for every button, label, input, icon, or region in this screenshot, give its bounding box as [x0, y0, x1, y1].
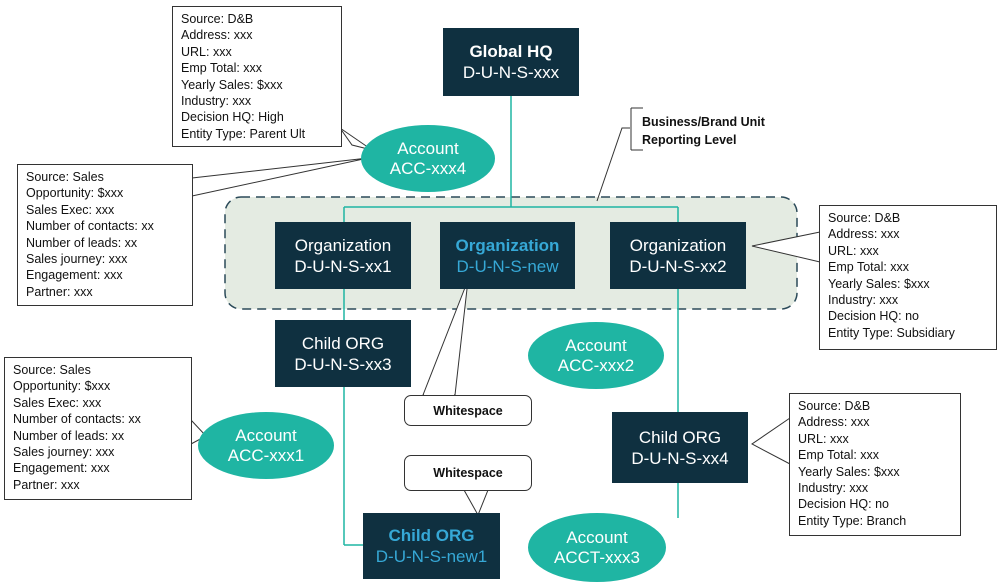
note-sales-top: Source: Sales Opportunity: $xxx Sales Ex… [17, 164, 193, 306]
note-line: Yearly Sales: $xxx [828, 276, 930, 291]
account-label: Account [565, 335, 627, 355]
note-line: Decision HQ: High [181, 110, 284, 125]
account-id: ACC-xxx4 [389, 158, 467, 178]
node-duns: D-U-N-S-xx1 [294, 256, 392, 276]
callout-tail-sales-top [191, 157, 369, 197]
node-organization-new[interactable]: Organization D-U-N-S-new [440, 222, 575, 289]
node-organization-xx1[interactable]: Organization D-U-N-S-xx1 [275, 222, 411, 289]
note-line: Industry: xxx [828, 293, 899, 308]
node-duns: D-U-N-S-new [456, 256, 559, 276]
node-name: Child ORG [388, 526, 475, 545]
note-line: Entity Type: Branch [798, 513, 907, 528]
note-line: URL: xxx [828, 243, 879, 258]
node-duns: D-U-N-S-new1 [375, 547, 488, 566]
note-line: Number of contacts: xx [26, 219, 154, 234]
node-duns: D-U-N-S-xx2 [629, 256, 727, 276]
node-duns: D-U-N-S-xx4 [631, 448, 729, 468]
note-line: Emp Total: xxx [828, 260, 910, 275]
note-line: Yearly Sales: $xxx [798, 464, 900, 479]
note-line: Source: D&B [798, 399, 871, 413]
note-line: Decision HQ: no [828, 309, 920, 324]
note-line: Sales Exec: xxx [13, 395, 102, 410]
node-duns: D-U-N-S-xx3 [294, 354, 392, 374]
node-name: Organization [629, 235, 727, 255]
note-line: URL: xxx [798, 431, 849, 446]
account-label: Account [397, 138, 459, 158]
business-unit-label: Business/Brand Unit Reporting Level [642, 113, 765, 149]
note-line: Opportunity: $xxx [13, 379, 111, 394]
node-name: Global HQ [469, 42, 553, 61]
callout-tail-hq [339, 127, 373, 151]
node-organization-xx2[interactable]: Organization D-U-N-S-xx2 [610, 222, 746, 289]
whitespace-label: Whitespace [433, 403, 503, 418]
callout-tail-ws2 [463, 489, 489, 517]
note-line: Address: xxx [181, 28, 253, 43]
note-line: URL: xxx [181, 44, 232, 59]
whitespace-callout-1: Whitespace [404, 395, 532, 426]
note-line: Partner: xxx [26, 284, 93, 299]
note-org-xx2: Source: D&B Address: xxx URL: xxx Emp To… [819, 205, 997, 350]
account-label: Account [566, 527, 628, 547]
node-duns: D-U-N-S-xxx [462, 63, 560, 82]
note-line: Emp Total: xxx [181, 61, 263, 76]
node-name: Organization [455, 235, 560, 255]
note-line: Number of leads: xx [13, 428, 125, 443]
node-name: Child ORG [638, 427, 722, 447]
whitespace-label: Whitespace [433, 466, 503, 480]
callout-tail-child-xx4 [751, 417, 791, 465]
note-line: Yearly Sales: $xxx [181, 77, 283, 92]
note-line: Source: D&B [828, 211, 901, 225]
account-acc-xxx2[interactable]: Account ACC-xxx2 [528, 322, 664, 389]
account-id: ACC-xxx2 [557, 355, 635, 375]
whitespace-callout-2: Whitespace [404, 455, 532, 491]
note-line: Sales journey: xxx [13, 445, 115, 460]
node-name: Child ORG [301, 333, 385, 353]
note-line: Source: Sales [26, 170, 104, 184]
note-line: Industry: xxx [798, 481, 869, 496]
account-acct-xxx3[interactable]: Account ACCT-xxx3 [528, 513, 666, 582]
note-line: Address: xxx [828, 227, 900, 242]
note-line: Engagement: xxx [13, 461, 110, 476]
note-sales-bottom: Source: Sales Opportunity: $xxx Sales Ex… [4, 357, 192, 500]
account-acc-xxx1[interactable]: Account ACC-xxx1 [198, 412, 334, 479]
note-line: Sales Exec: xxx [26, 202, 115, 217]
account-id: ACCT-xxx3 [554, 547, 640, 567]
node-global-hq[interactable]: Global HQ D-U-N-S-xxx [443, 28, 579, 96]
node-name: Organization [294, 235, 392, 255]
account-acc-xxx4[interactable]: Account ACC-xxx4 [361, 125, 495, 192]
account-label: Account [235, 425, 297, 445]
node-child-org-xx4[interactable]: Child ORG D-U-N-S-xx4 [612, 412, 748, 483]
note-line: Partner: xxx [13, 477, 80, 492]
note-child-xx4: Source: D&B Address: xxx URL: xxx Emp To… [789, 393, 961, 536]
note-line: Industry: xxx [181, 94, 252, 109]
node-child-org-new1[interactable]: Child ORG D-U-N-S-new1 [363, 513, 500, 579]
business-unit-line2: Reporting Level [642, 133, 737, 147]
business-unit-line1: Business/Brand Unit [642, 115, 765, 129]
note-line: Number of leads: xx [26, 235, 138, 250]
account-id: ACC-xxx1 [227, 445, 305, 465]
node-child-org-xx3[interactable]: Child ORG D-U-N-S-xx3 [275, 320, 411, 387]
note-line: Emp Total: xxx [798, 448, 880, 463]
note-line: Opportunity: $xxx [26, 186, 124, 201]
note-line: Entity Type: Subsidiary [828, 325, 955, 340]
bu-pointer [596, 127, 630, 202]
note-line: Number of contacts: xx [13, 412, 141, 427]
note-line: Source: Sales [13, 363, 91, 377]
note-line: Source: D&B [181, 12, 254, 26]
note-line: Decision HQ: no [798, 497, 890, 512]
note-line: Entity Type: Parent Ult [181, 126, 306, 141]
note-line: Address: xxx [798, 415, 870, 430]
note-line: Engagement: xxx [26, 268, 123, 283]
note-line: Sales journey: xxx [26, 252, 128, 267]
note-hq: Source: D&B Address: xxx URL: xxx Emp To… [172, 6, 342, 147]
